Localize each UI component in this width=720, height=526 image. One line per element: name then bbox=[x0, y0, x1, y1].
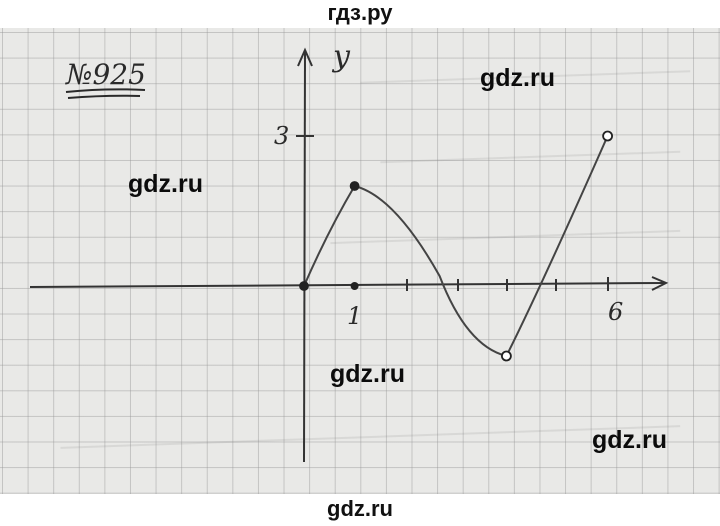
watermark: gdz.ru bbox=[128, 170, 203, 198]
graph-point-0 bbox=[299, 281, 309, 291]
graph-series bbox=[303, 135, 609, 358]
graph-points bbox=[299, 130, 613, 362]
problem-number: №925 bbox=[65, 58, 146, 91]
x-axis-arrow-icon bbox=[651, 276, 669, 291]
graph-point-3 bbox=[602, 130, 613, 142]
x-tick-label-6: 6 bbox=[608, 298, 623, 326]
watermark: gdz.ru bbox=[592, 426, 667, 454]
problem-number-underline bbox=[65, 88, 146, 93]
site-footer: gdz.ru bbox=[0, 494, 720, 526]
y-axis bbox=[303, 51, 306, 463]
graph-point-1 bbox=[349, 181, 360, 191]
problem-number-underline bbox=[67, 94, 141, 99]
site-header: гдз.ру bbox=[0, 0, 720, 28]
watermark: gdz.ru bbox=[330, 360, 405, 388]
graph-point-2 bbox=[500, 350, 512, 362]
x-axis-point-1 bbox=[350, 282, 359, 290]
watermark: gdz.ru bbox=[480, 64, 555, 92]
y-tick-label-3: 3 bbox=[274, 122, 289, 150]
x-tick-label-1: 1 bbox=[347, 302, 362, 330]
y-axis-arrow-icon bbox=[297, 47, 313, 67]
function-curve bbox=[303, 135, 609, 358]
x-axis bbox=[29, 282, 665, 288]
notebook-page bbox=[0, 28, 720, 494]
y-axis-label: y bbox=[331, 39, 351, 74]
